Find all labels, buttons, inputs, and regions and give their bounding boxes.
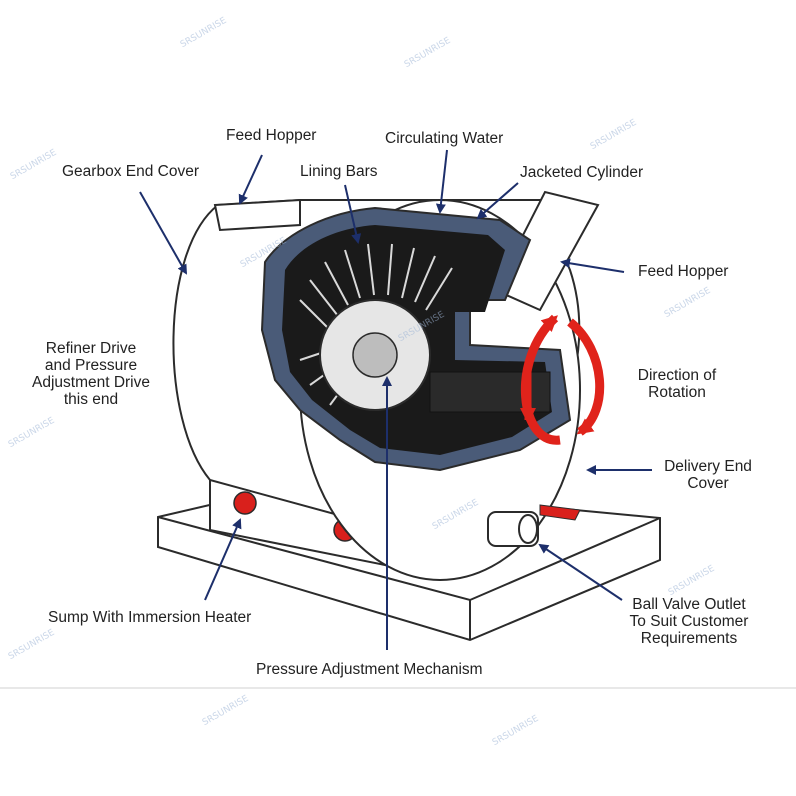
arrow-circulating-water [435,149,448,214]
arrow-lining-bars [344,184,362,244]
label-refiner-drive: Refiner Drive and Pressure Adjustment Dr… [16,340,166,408]
label-jacketed-cylinder: Jacketed Cylinder [520,164,644,181]
label-gearbox-end-cover: Gearbox End Cover [62,163,199,180]
heater-plug-left [233,491,257,515]
label-line: Direction of [637,367,717,384]
label-sump-heater: Sump With Immersion Heater [48,609,252,626]
label-line: and Pressure [44,357,138,374]
label-line: Refiner Drive [45,340,137,357]
pointer-arrows [139,149,652,650]
arrow-ball-valve [538,543,623,601]
arrow-sump-heater [204,518,242,601]
label-line: Requirements [640,630,738,647]
label-pressure-adjustment: Pressure Adjustment Mechanism [256,661,483,678]
feed-hopper-shape [213,190,600,312]
label-line: Adjustment Drive [31,374,150,391]
label-delivery-end-cover: Delivery End Cover [652,458,764,492]
arrow-gearbox-end-cover [139,191,187,275]
jacket-cutaway [260,206,572,472]
arrow-feed-hopper-right [560,258,625,273]
label-line: To Suit Customer [629,613,749,630]
rotation-arrows [520,314,605,445]
label-line: Delivery End [664,458,752,475]
label-circulating-water: Circulating Water [385,130,504,147]
label-line: Cover [687,475,729,492]
arrow-jacketed-cylinder [476,182,519,220]
label-line: this end [63,391,119,408]
label-lining-bars: Lining Bars [300,163,378,180]
arrow-feed-hopper-top [238,154,263,205]
label-feed-hopper-right: Feed Hopper [638,263,729,280]
label-line: Rotation [648,384,706,401]
ball-valve-shape [487,504,581,547]
label-direction-of-rotation: Direction of Rotation [622,367,732,401]
label-line: Ball Valve Outlet [632,596,746,613]
label-feed-hopper-top: Feed Hopper [226,127,317,144]
label-ball-valve-outlet: Ball Valve Outlet To Suit Customer Requi… [614,596,764,647]
